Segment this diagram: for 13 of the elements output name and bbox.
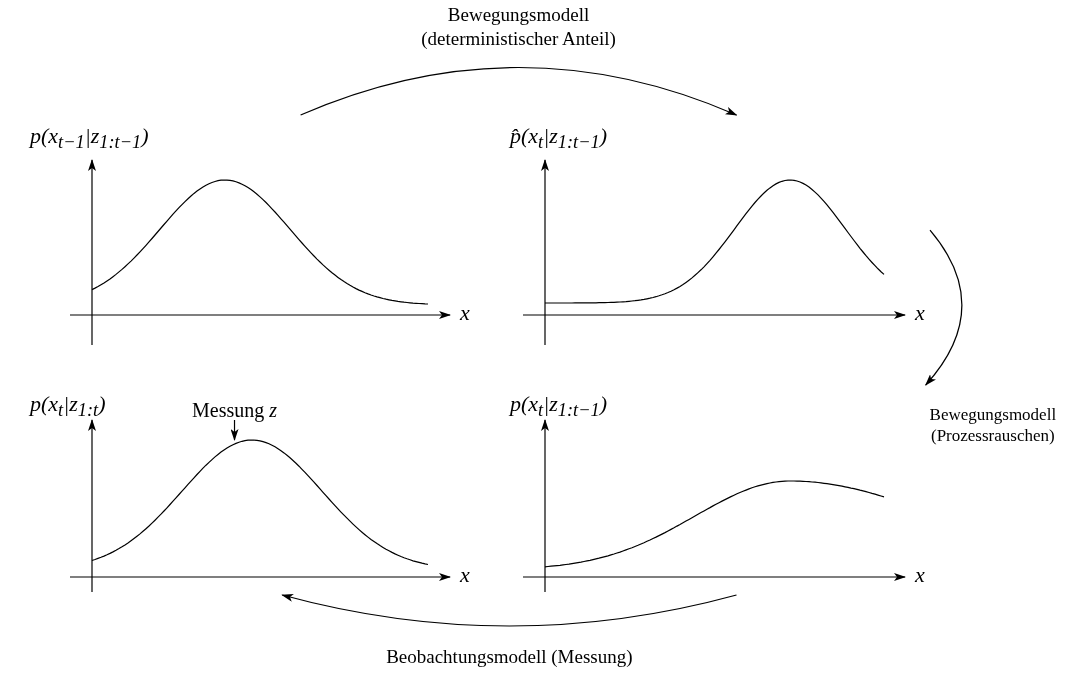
density-formula: p(x$_{t−1}$|z$_{1:t−1}$) — [30, 125, 149, 152]
density-formula: p(x$_{t}$|z$_{1:t−1}$) — [510, 393, 608, 420]
curved-arrow — [281, 593, 738, 627]
axis-label: x — [460, 564, 470, 586]
curved-arrow — [300, 66, 738, 116]
pointer-arrow — [230, 419, 239, 441]
axis-label: x — [460, 302, 470, 324]
measurement-label: Messung z — [192, 400, 278, 420]
axis-label: x — [915, 302, 925, 324]
axis-label: x — [915, 564, 925, 586]
density-formula: p(x$_{t}$|z$_{1:t}$) — [30, 393, 106, 420]
curved-arrow — [925, 229, 963, 386]
density-formula: p̂(x$_{t}$|z$_{1:t−1}$) — [510, 125, 608, 152]
